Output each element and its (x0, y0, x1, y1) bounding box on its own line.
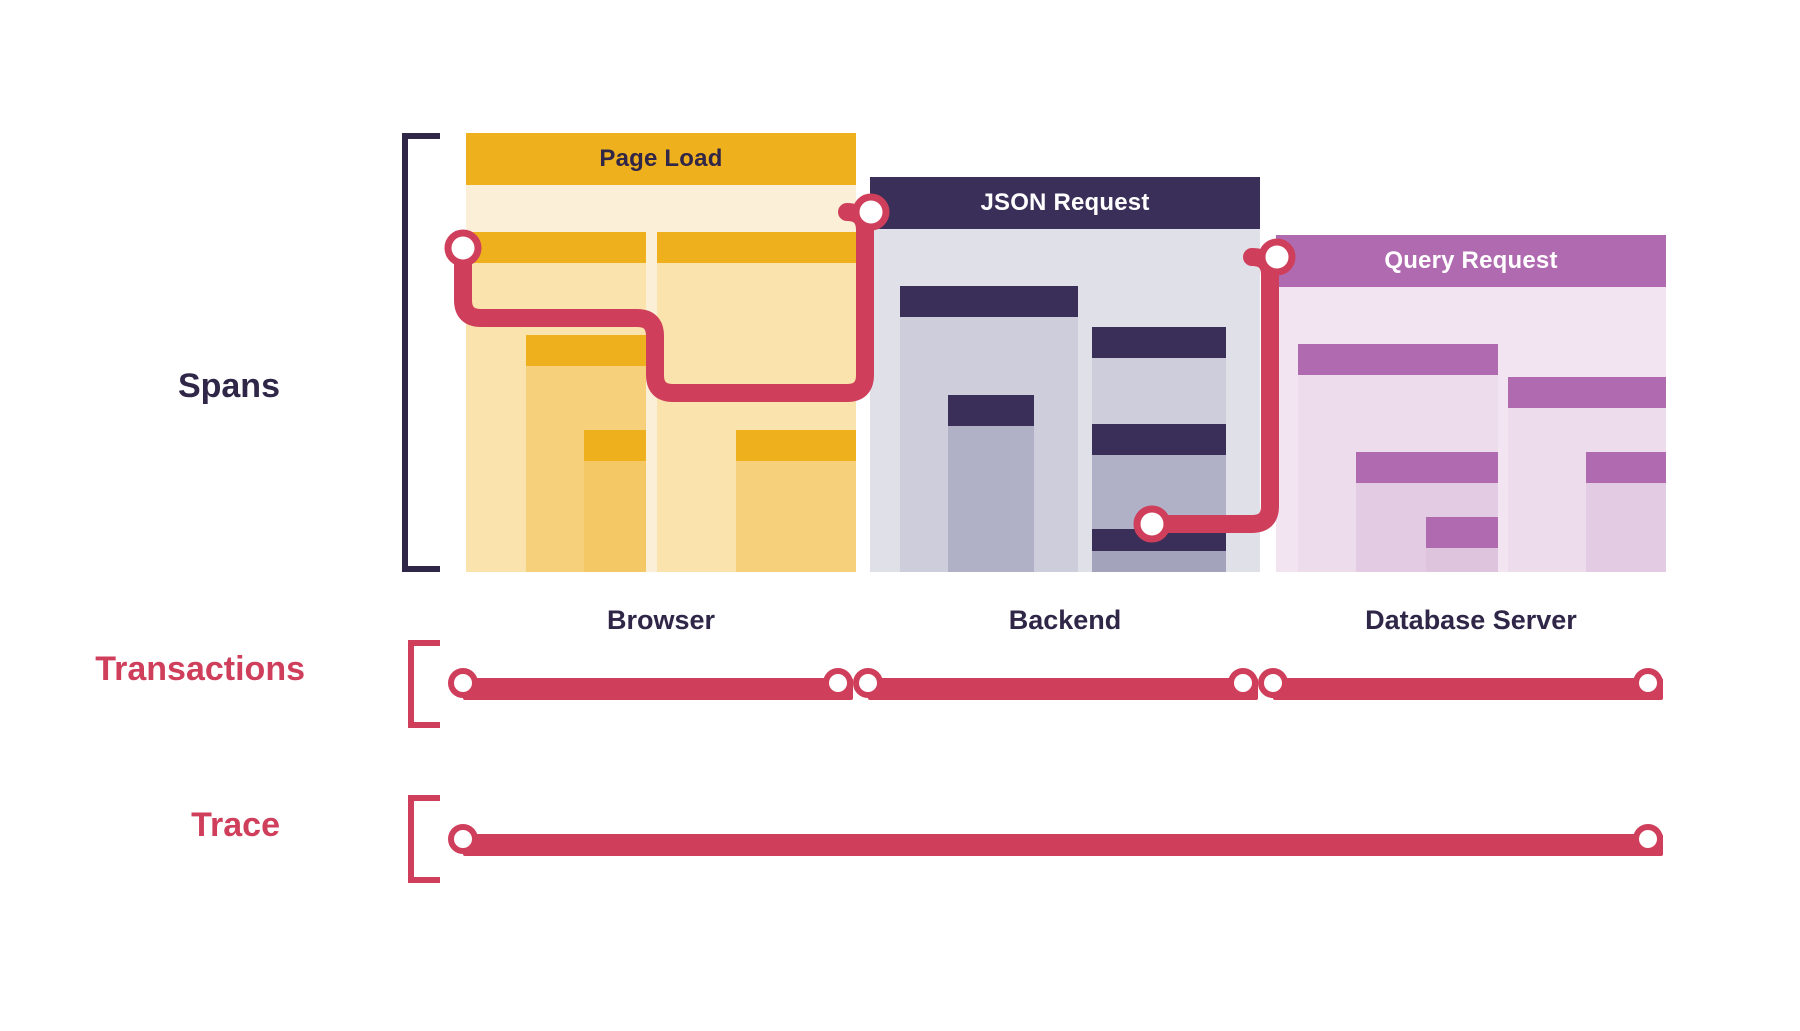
span-bar-cap (1298, 344, 1498, 375)
service-caption-browser: Browser (606, 605, 716, 635)
transaction-segment-database[interactable] (1273, 678, 1663, 700)
trace-node-end[interactable] (1633, 824, 1663, 854)
transaction-title-json-request: JSON Request (870, 177, 1260, 229)
span-bar[interactable] (1092, 529, 1226, 572)
service-panel-browser[interactable]: Page Load (466, 133, 856, 572)
span-bar[interactable] (584, 430, 646, 572)
service-panel-backend[interactable]: JSON Request (870, 177, 1260, 572)
span-bar[interactable] (948, 395, 1034, 572)
transaction-node-backend-start[interactable] (853, 668, 883, 698)
row-label-spans: Spans (177, 367, 280, 405)
transaction-node-browser-end[interactable] (823, 668, 853, 698)
span-bar-cap (736, 430, 856, 461)
trace-node-start[interactable] (448, 824, 478, 854)
transaction-title-page-load: Page Load (466, 133, 856, 185)
bracket-transactions (408, 640, 440, 728)
span-bar-cap (1092, 424, 1226, 455)
transaction-node-database-end[interactable] (1633, 668, 1663, 698)
span-bar-cap (900, 286, 1078, 317)
span-bar[interactable] (1426, 517, 1498, 572)
transaction-node-browser-start[interactable] (448, 668, 478, 698)
transaction-segment-browser[interactable] (463, 678, 853, 700)
span-bar-cap (526, 335, 646, 366)
span-waterfall-database (1276, 287, 1666, 572)
span-bar-cap (1426, 517, 1498, 548)
span-bar[interactable] (736, 430, 856, 572)
span-bar[interactable] (1586, 452, 1666, 572)
span-bar-cap (466, 232, 646, 263)
trace-segment-full[interactable] (463, 834, 1663, 856)
row-label-transactions: Transactions (95, 650, 305, 688)
span-bar-cap (1586, 452, 1666, 483)
transaction-node-backend-end[interactable] (1228, 668, 1258, 698)
span-bar-cap (1508, 377, 1666, 408)
transaction-node-database-start[interactable] (1258, 668, 1288, 698)
span-waterfall-backend (870, 229, 1260, 572)
service-caption-backend: Backend (1008, 605, 1122, 635)
span-bar-cap (1092, 327, 1226, 358)
span-bar-cap (948, 395, 1034, 426)
span-waterfall-browser (466, 185, 856, 572)
span-bar-cap (1092, 529, 1226, 551)
transaction-segment-backend[interactable] (868, 678, 1258, 700)
row-label-trace: Trace (191, 806, 280, 844)
span-bar-cap (1356, 452, 1498, 483)
span-bar-cap (657, 232, 856, 263)
transaction-title-query-request: Query Request (1276, 235, 1666, 287)
service-caption-database: Database Server (1365, 605, 1577, 635)
bracket-spans (402, 133, 440, 572)
span-bar-cap (584, 430, 646, 461)
service-panel-database[interactable]: Query Request (1276, 235, 1666, 572)
bracket-trace (408, 795, 440, 883)
